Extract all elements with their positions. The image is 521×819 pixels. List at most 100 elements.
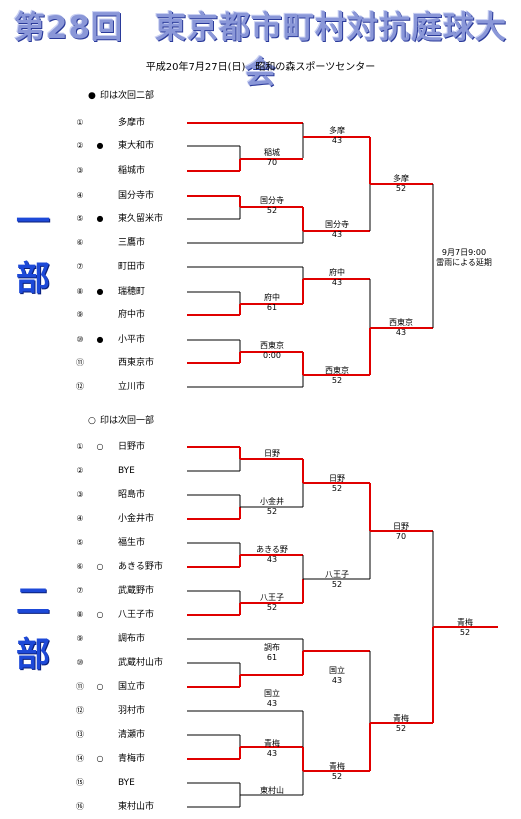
match-winner: 府中 [329, 268, 345, 277]
match-score: 52 [266, 603, 278, 612]
division2-label-char2: 部 [16, 635, 50, 675]
seed-number: ⑩ [76, 335, 84, 344]
match-score: 52 [331, 484, 343, 493]
seed-number: ② [76, 141, 84, 150]
match-winner: 八王子 [325, 570, 349, 579]
match-score: 43 [395, 328, 407, 337]
match-result: 東村山 [237, 786, 307, 796]
match-winner: 多摩 [329, 126, 345, 135]
match-score: 61 [266, 653, 278, 662]
team-name: 羽村市 [118, 706, 146, 716]
next-division-mark: ○ [96, 442, 104, 451]
team-name: 町田市 [118, 262, 146, 272]
seed-number: ⑧ [76, 287, 84, 296]
match-score: 70 [266, 158, 278, 167]
match-winner: 小金井 [260, 497, 284, 506]
seed-number: ⑭ [76, 754, 84, 763]
seed-number: ⑥ [76, 238, 84, 247]
seed-number: ⑤ [76, 214, 84, 223]
seed-number: ⑤ [76, 538, 84, 547]
next-division-mark: ○ [96, 562, 104, 571]
division1-bracket-lines [187, 122, 434, 388]
match-winner: 稲城 [264, 148, 280, 157]
match-score: 43 [331, 230, 343, 239]
next-division-mark: ○ [96, 754, 104, 763]
match-winner: 日野 [329, 474, 345, 483]
match-winner: 調布 [264, 643, 280, 652]
seed-number: ⑪ [76, 682, 84, 691]
next-division-mark: ● [96, 287, 104, 296]
postponement-date: 9月7日9:00 [441, 248, 487, 257]
subtitle: 平成20年7月27日(日) 昭和の森スポーツセンター [145, 62, 376, 73]
next-division-mark: ● [96, 214, 104, 223]
next-division-mark: ○ [96, 682, 104, 691]
seed-number: ④ [76, 191, 84, 200]
match-winner: 多摩 [393, 174, 409, 183]
match-winner: 府中 [264, 293, 280, 302]
match-score: 52 [395, 724, 407, 733]
match-score: 43 [266, 749, 278, 758]
seed-number: ① [76, 118, 84, 127]
team-name: 武蔵村山市 [118, 658, 164, 668]
match-score: 52 [331, 580, 343, 589]
match-score: 43 [266, 555, 278, 564]
division2-bracket-lines [187, 446, 498, 808]
team-name: BYE [118, 466, 135, 476]
seed-number: ⑯ [76, 802, 84, 811]
team-name: 東村山市 [118, 802, 155, 812]
team-name: 三鷹市 [118, 238, 146, 248]
page-title: 第28回 東京都市町村対抗庭球大会 [13, 10, 508, 91]
seed-number: ⑨ [76, 634, 84, 643]
team-name: 清瀬市 [118, 730, 146, 740]
team-name: 小平市 [118, 335, 146, 345]
division2-label-char1: 二 [16, 582, 50, 622]
match-score: 43 [331, 136, 343, 145]
division1-label-char1: 一 [16, 202, 50, 242]
seed-number: ③ [76, 490, 84, 499]
seed-number: ⑬ [76, 730, 84, 739]
open-circle-icon: ○ [88, 416, 96, 426]
seed-number: ④ [76, 514, 84, 523]
match-score: 52 [459, 628, 471, 637]
team-name: 府中市 [118, 310, 146, 320]
seed-number: ⑦ [76, 262, 84, 271]
seed-number: ⑪ [76, 358, 84, 367]
match-winner: 西東京 [260, 341, 284, 350]
team-name: あきる野市 [118, 562, 163, 572]
match-winner: 日野 [393, 522, 409, 531]
match-winner: 日野 [264, 449, 280, 458]
match-winner: 国分寺 [260, 196, 284, 205]
match-winner: 国分寺 [325, 220, 349, 229]
match-score: 43 [266, 699, 278, 708]
team-name: BYE [118, 778, 135, 788]
seed-number: ⑩ [76, 658, 84, 667]
division1-note: ●印は次回二部 [88, 88, 154, 101]
seed-number: ⑦ [76, 586, 84, 595]
match-winner: 青梅 [393, 714, 409, 723]
next-division-mark: ● [96, 141, 104, 150]
team-name: 多摩市 [118, 118, 146, 128]
seed-number: ⑮ [76, 778, 84, 787]
division2-note-text: 印は次回一部 [100, 416, 155, 426]
match-winner: 青梅 [457, 618, 473, 627]
next-division-mark: ● [96, 335, 104, 344]
match-score: 52 [266, 206, 278, 215]
seed-number: ⑥ [76, 562, 84, 571]
team-name: 国分寺市 [118, 191, 155, 201]
